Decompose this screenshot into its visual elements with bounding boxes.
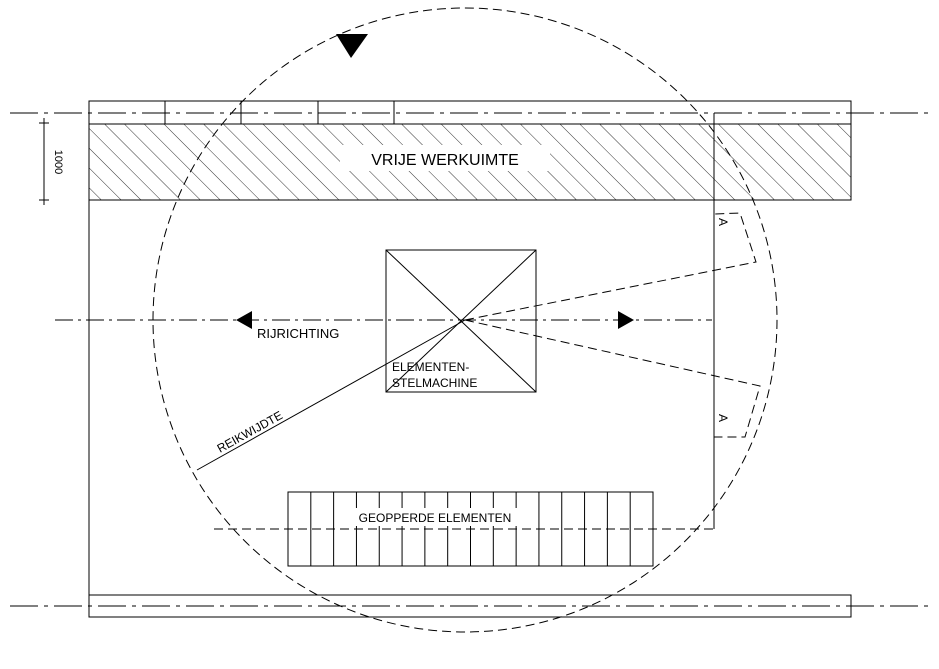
rotation-direction-arrow [336, 34, 368, 58]
reach-label: REIKWIJDTE [215, 408, 285, 455]
travel-direction-label: RIJRICHTING [257, 326, 339, 341]
angle-label-bottom: A [716, 414, 730, 422]
clearance-zone-label: VRIJE WERKUIMTE [371, 152, 519, 169]
machine-label-line2: STELMACHINE [392, 376, 477, 390]
reach-line [196, 319, 466, 471]
element-setting-machine [385, 249, 537, 393]
angle-label-top: A [716, 218, 730, 226]
swing-sector-lower [464, 319, 761, 438]
machine-label-line1: ELEMENTEN- [392, 360, 469, 374]
top-rail [10, 100, 929, 125]
reach-circle [152, 7, 778, 633]
swing-sector-upper [464, 212, 757, 321]
direction-arrow-left [236, 311, 252, 329]
bottom-rail [10, 594, 929, 618]
dimension-1000: 1000 [39, 118, 64, 205]
stacked-elements-label: GEOPPERDE ELEMENTEN [359, 511, 512, 525]
dimension-label: 1000 [52, 150, 64, 174]
direction-arrow-right [618, 311, 634, 329]
